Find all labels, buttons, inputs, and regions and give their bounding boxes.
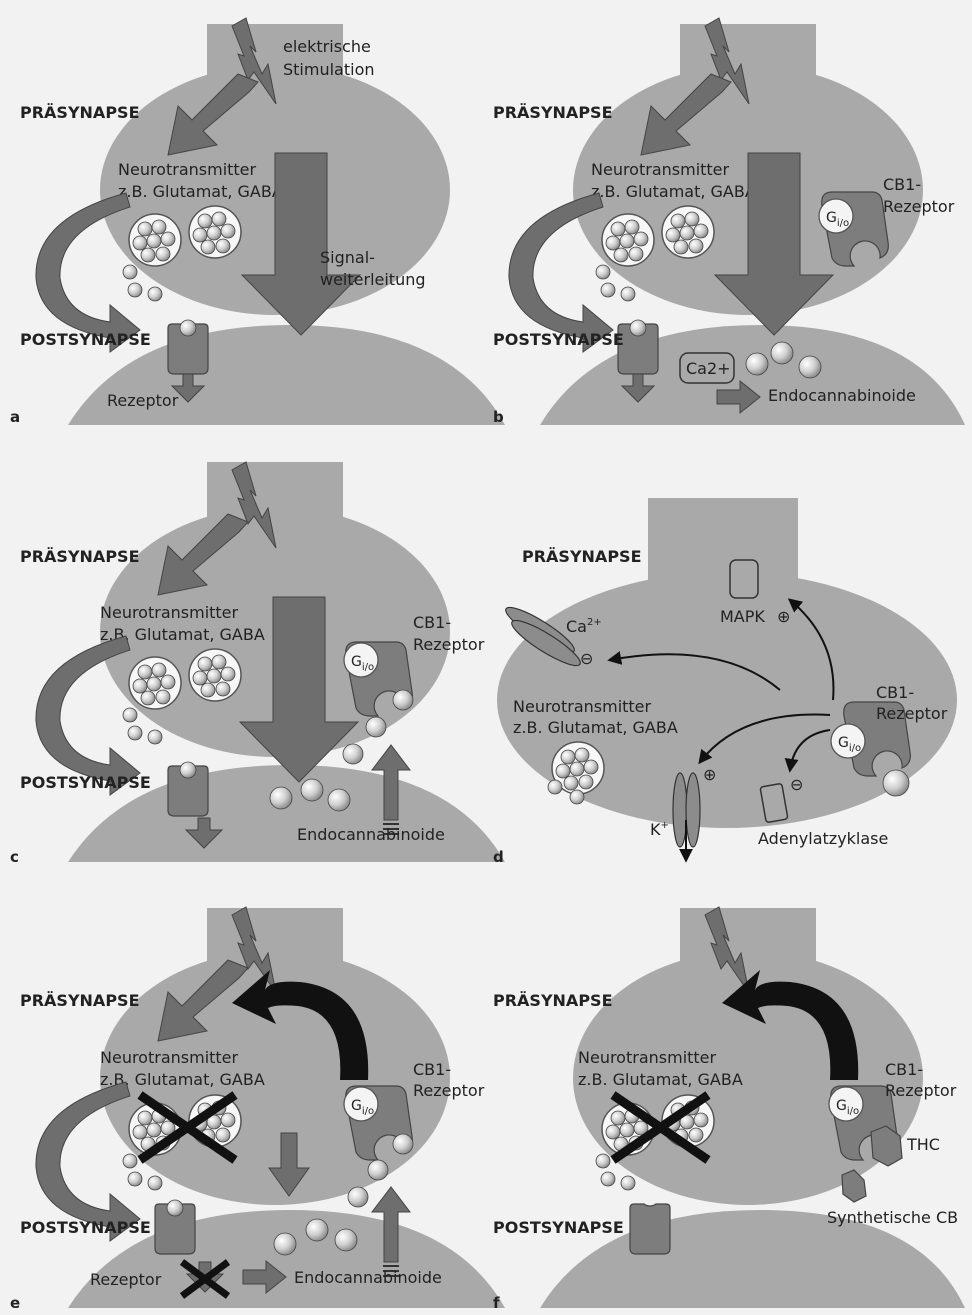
panel-c-tag: c: [10, 848, 19, 866]
panel-b: PRÄSYNAPSE Neurotransmitter z.B. Glutama…: [493, 18, 965, 426]
neurotransmitter-label: Neurotransmitter: [100, 1048, 239, 1067]
cb1-label-2: Rezeptor: [883, 197, 955, 216]
endocannabinoide-label: Endocannabinoide: [768, 386, 916, 405]
bound-neurotransmitter: [630, 320, 646, 336]
mapk-label: MAPK: [720, 607, 765, 626]
synthetic-cannabinoid-molecule: [842, 1170, 866, 1202]
rezeptor-label: Rezeptor: [107, 391, 179, 410]
vesicle: [662, 206, 714, 258]
calcium-minus-sign: ⊖: [580, 649, 593, 668]
cb1-label-2: Rezeptor: [885, 1081, 957, 1100]
bound-neurotransmitter: [180, 762, 196, 778]
postsynapse-label: POSTSYNAPSE: [20, 1218, 151, 1237]
adenylate-minus-sign: ⊖: [790, 775, 803, 794]
calcium-label: Ca2+: [686, 359, 731, 378]
stimulation-label-1: elektrische: [283, 37, 371, 56]
potassium-label: K+: [650, 820, 669, 839]
neurotransmitter-example-label: z.B. Glutamat, GABA: [591, 182, 756, 201]
panel-e: PRÄSYNAPSE Neurotransmitter z.B. Glutama…: [10, 907, 505, 1312]
postsynapse-label: POSTSYNAPSE: [493, 1218, 624, 1237]
bound-endocannabinoid: [393, 1134, 413, 1154]
signal-label-1: Signal-: [320, 248, 375, 267]
signal-label-2: weiterleitung: [320, 270, 426, 289]
adenylatzyklase-label: Adenylatzyklase: [758, 829, 888, 848]
presynapse-label: PRÄSYNAPSE: [493, 103, 613, 122]
potassium-plus-sign: ⊕: [703, 765, 716, 784]
panel-f: PRÄSYNAPSE Neurotransmitter z.B. Glutama…: [493, 907, 965, 1312]
neurotransmitter-label: Neurotransmitter: [591, 160, 730, 179]
presynapse-label: PRÄSYNAPSE: [20, 547, 140, 566]
synthetic-cannabinoid-label: Synthetische CB: [827, 1208, 958, 1227]
cb1-label-2: Rezeptor: [413, 635, 485, 654]
presynapse-label: PRÄSYNAPSE: [493, 991, 613, 1010]
cb1-label-1: CB1-: [413, 1060, 451, 1079]
cb1-label-1: CB1-: [413, 613, 451, 632]
neurotransmitter-example-label: z.B. Glutamat, GABA: [578, 1070, 743, 1089]
vesicle: [129, 214, 181, 266]
cb1-label-1: CB1-: [885, 1060, 923, 1079]
neurotransmitter-label: Neurotransmitter: [513, 697, 652, 716]
panel-c: PRÄSYNAPSE Neurotransmitter z.B. Glutama…: [10, 462, 505, 866]
bound-neurotransmitter: [167, 1200, 183, 1216]
endocannabinoide-label: Endocannabinoide: [297, 825, 445, 844]
panel-b-tag: b: [493, 408, 504, 426]
cb1-label-1: CB1-: [876, 683, 914, 702]
presynapse-label: PRÄSYNAPSE: [20, 991, 140, 1010]
rezeptor-label: Rezeptor: [90, 1270, 162, 1289]
presynapse-label: PRÄSYNAPSE: [522, 547, 642, 566]
endocannabinoide-label: Endocannabinoide: [294, 1268, 442, 1287]
mapk-plus-sign: ⊕: [777, 607, 790, 626]
cb1-label-1: CB1-: [883, 175, 921, 194]
vesicle: [602, 214, 654, 266]
bound-neurotransmitter: [180, 320, 196, 336]
neurotransmitter-label: Neurotransmitter: [578, 1048, 717, 1067]
neurotransmitter-example-label: z.B. Glutamat, GABA: [513, 718, 678, 737]
bound-endocannabinoid: [393, 690, 413, 710]
panel-d: PRÄSYNAPSE MAPK ⊕ Ca2+ ⊖ Neurotransmitte…: [493, 498, 957, 866]
bound-endocannabinoid: [883, 770, 909, 796]
cb1-label-2: Rezeptor: [413, 1081, 485, 1100]
neurotransmitter-label: Neurotransmitter: [118, 160, 257, 179]
panel-d-tag: d: [493, 848, 504, 866]
stimulation-label-2: Stimulation: [283, 60, 375, 79]
mapk-box: [730, 560, 758, 598]
postsynapse-label: POSTSYNAPSE: [20, 330, 151, 349]
cb1-label-2: Rezeptor: [876, 704, 948, 723]
vesicle: [189, 649, 241, 701]
neurotransmitter-label: Neurotransmitter: [100, 603, 239, 622]
postsynapse-label: POSTSYNAPSE: [20, 773, 151, 792]
panel-a-tag: a: [10, 408, 20, 426]
vesicle: [129, 657, 181, 709]
panel-f-tag: f: [493, 1294, 500, 1312]
neurotransmitter-example-label: z.B. Glutamat, GABA: [118, 182, 283, 201]
thc-label: THC: [906, 1135, 940, 1154]
panel-a: elektrische Stimulation PRÄSYNAPSE Neuro…: [10, 18, 505, 426]
vesicle: [189, 206, 241, 258]
presynapse-label: PRÄSYNAPSE: [20, 103, 140, 122]
postsynapse-label: POSTSYNAPSE: [493, 330, 624, 349]
postsynaptic-receptor: [630, 1204, 670, 1254]
panel-e-tag: e: [10, 1294, 20, 1312]
